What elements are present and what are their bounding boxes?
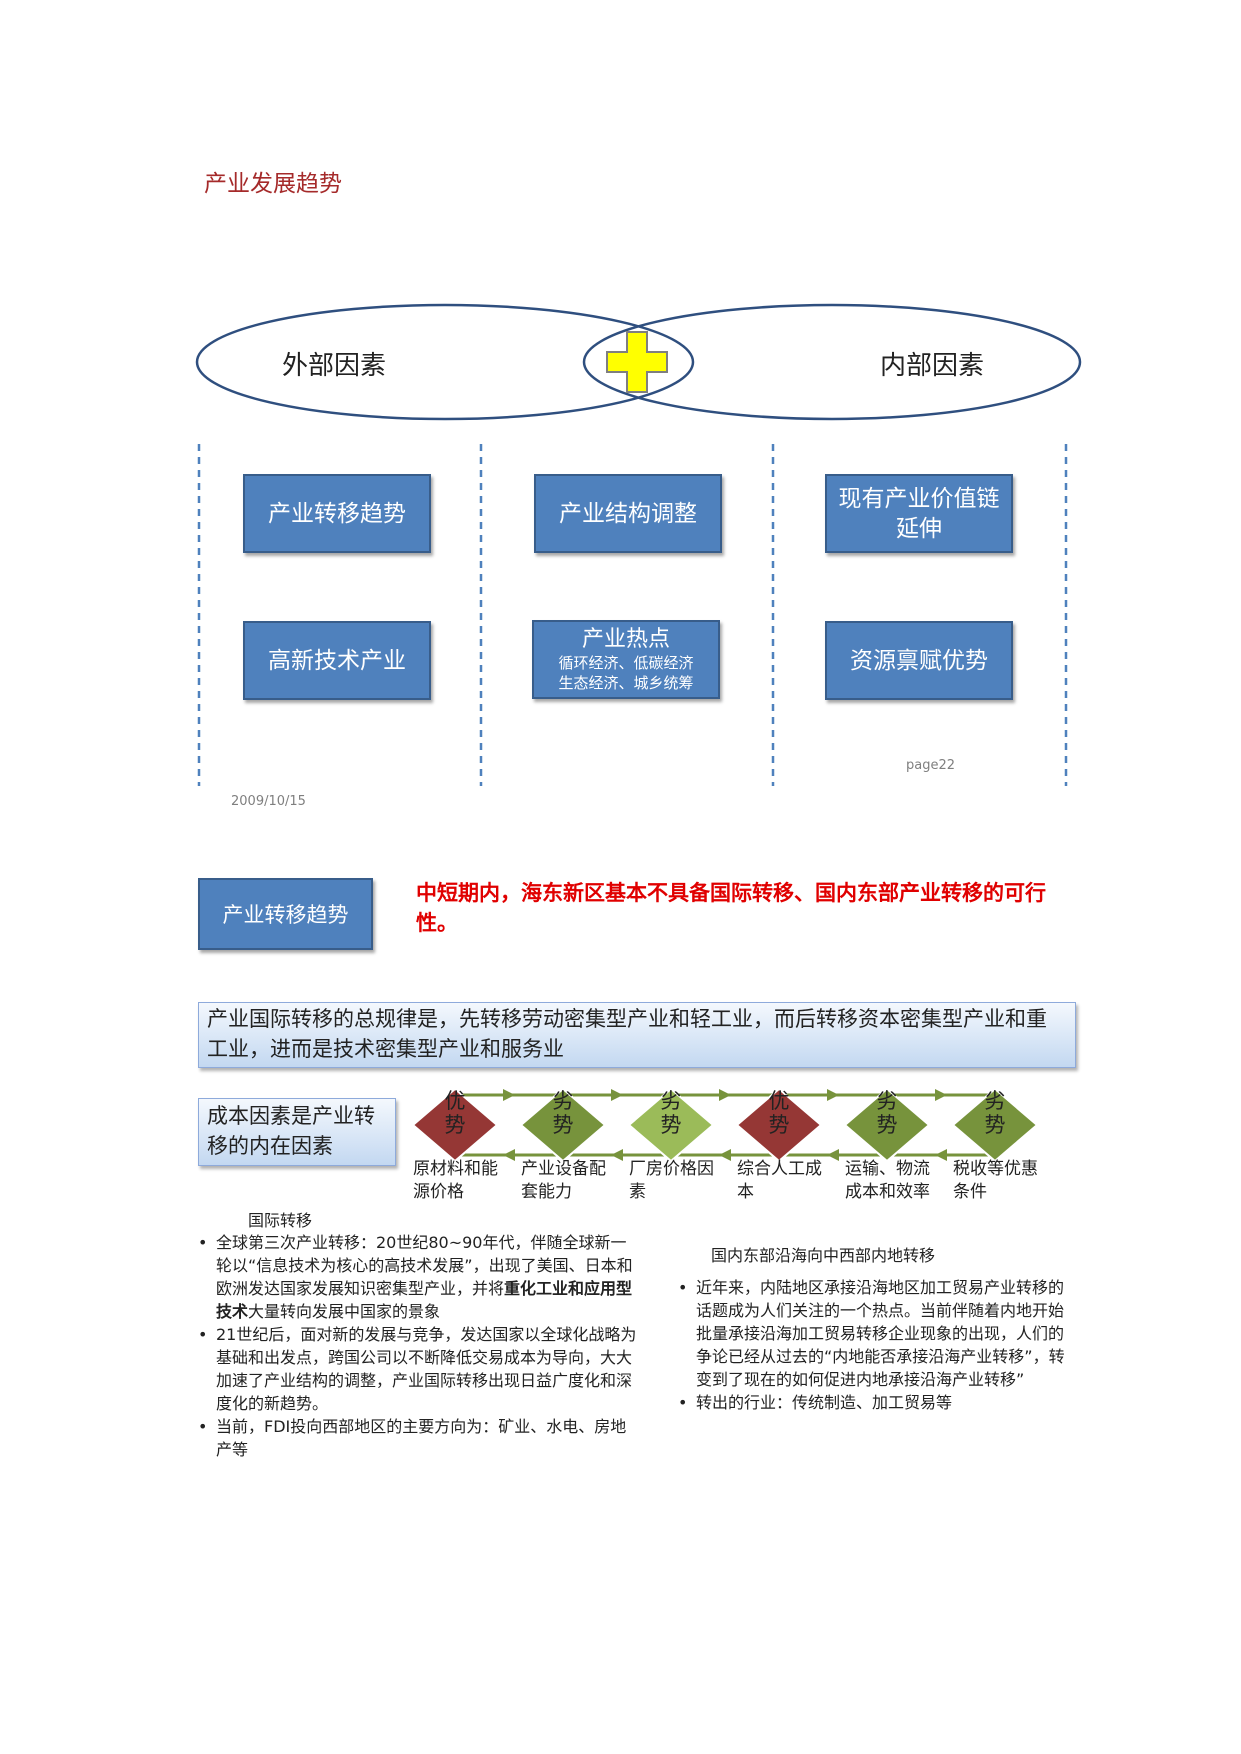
- external-factors-label: 外部因素: [282, 351, 387, 381]
- factor-box-industry-transfer: 产业转移趋势: [243, 474, 431, 553]
- list-item: 全球第三次产业转移：20世纪80~90年代，伴随全球新一轮以“信息技术为核心的高…: [198, 1231, 640, 1323]
- bullet-bold-text: 重化工业和应用型技术: [216, 1279, 633, 1321]
- factor-box-structure-adjust: 产业结构调整: [534, 474, 722, 553]
- factor-box-label: 现有产业价值链延伸: [838, 485, 1000, 542]
- chain-factor-label: 厂房价格因素: [629, 1159, 714, 1202]
- transfer-law-box: 产业国际转移的总规律是，先转移劳动密集型产业和轻工业，而后转移资本密集型产业和重…: [198, 1002, 1076, 1068]
- bullet-text: 21世纪后，面对新的发展与竞争，发达国家以全球化战略为基础和出发点，跨国公司以不…: [216, 1325, 637, 1413]
- arrow-right-icon: [503, 1089, 515, 1101]
- factor-box-line: 循环经济、低碳经济: [558, 653, 694, 672]
- plus-icon: [606, 331, 668, 393]
- chain-arrows: [455, 1089, 995, 1161]
- advantage-diamond: [735, 1087, 823, 1163]
- list-item: 转出的行业：传统制造、加工贸易等: [678, 1391, 1078, 1414]
- factor-box-label: 资源禀赋优势: [850, 647, 988, 674]
- domestic-title: 国内东部沿海向中西部内地转移: [711, 1246, 936, 1265]
- chain-factor-label: 运输、物流成本和效率: [845, 1159, 930, 1202]
- list-item: 21世纪后，面对新的发展与竞争，发达国家以全球化战略为基础和出发点，跨国公司以不…: [198, 1323, 640, 1415]
- factor-box-label: 产业转移趋势: [268, 500, 406, 527]
- diamond-label: 优势: [444, 1089, 466, 1137]
- arrow-left-icon: [827, 1149, 839, 1161]
- disadvantage-diamond: [951, 1087, 1039, 1163]
- diamond-label: 劣势: [660, 1089, 682, 1137]
- arrow-right-icon: [827, 1089, 839, 1101]
- venn-right-ellipse: [582, 303, 1082, 421]
- arrow-right-icon: [935, 1089, 947, 1101]
- factor-box-value-chain: 现有产业价值链延伸: [825, 474, 1013, 553]
- diamond-label: 劣势: [552, 1089, 574, 1137]
- section-label: 产业转移趋势: [222, 903, 349, 927]
- chain-factor-label: 产业设备配套能力: [521, 1159, 606, 1202]
- bullet-text: 近年来，内陆地区承接沿海地区加工贸易产业转移的话题成为人们关注的一个热点。当前伴…: [696, 1278, 1065, 1389]
- bullet-text: 全球第三次产业转移：20世纪80~90年代，伴随全球新一轮以“信息技术为核心的高…: [216, 1233, 633, 1298]
- bullet-text: 转出的行业：传统制造、加工贸易等: [696, 1393, 953, 1412]
- arrow-left-icon: [935, 1149, 947, 1161]
- diamond-label: 优势: [768, 1089, 790, 1137]
- slide-page-number: page22: [906, 758, 956, 773]
- arrow-left-icon: [503, 1149, 515, 1161]
- arrow-left-icon: [719, 1149, 731, 1161]
- bullet-text: 大量转向发展中国家的景象: [248, 1302, 441, 1321]
- advantage-chain: [411, 1087, 1039, 1163]
- venn-left-ellipse: [195, 303, 695, 421]
- disadvantage-diamond: [627, 1087, 715, 1163]
- diamond-label: 劣势: [984, 1089, 1006, 1137]
- arrow-right-icon: [719, 1089, 731, 1101]
- factor-box-line: 生态经济、城乡统筹: [558, 673, 694, 692]
- chain-factor-label: 原材料和能源价格: [413, 1159, 498, 1202]
- advantage-diamond: [411, 1087, 499, 1163]
- factor-box-hightech: 高新技术产业: [243, 621, 431, 700]
- venn-diagram: [195, 303, 1082, 786]
- slide-date: 2009/10/15: [231, 794, 306, 809]
- international-bullets: 全球第三次产业转移：20世纪80~90年代，伴随全球新一轮以“信息技术为核心的高…: [198, 1231, 640, 1461]
- diamond-label: 劣势: [876, 1089, 898, 1137]
- domestic-bullets: 近年来，内陆地区承接沿海地区加工贸易产业转移的话题成为人们关注的一个热点。当前伴…: [678, 1276, 1078, 1414]
- chain-factor-label: 税收等优惠条件: [953, 1159, 1038, 1202]
- factor-box-label: 高新技术产业: [268, 647, 406, 674]
- bullet-text: 当前，FDI投向西部地区的主要方向为：矿业、水电、房地产等: [216, 1417, 627, 1459]
- chain-factor-label: 综合人工成本: [737, 1159, 822, 1202]
- international-title: 国际转移: [248, 1211, 313, 1230]
- chain-diamonds: [411, 1087, 1039, 1163]
- disadvantage-diamond: [519, 1087, 607, 1163]
- internal-factors-label: 内部因素: [880, 351, 985, 381]
- section-label-box: 产业转移趋势: [198, 878, 373, 950]
- factor-box-resources: 资源禀赋优势: [825, 621, 1013, 700]
- arrow-left-icon: [611, 1149, 623, 1161]
- factor-box-hotspots: 产业热点 循环经济、低碳经济 生态经济、城乡统筹: [532, 620, 720, 699]
- arrow-right-icon: [611, 1089, 623, 1101]
- disadvantage-diamond: [843, 1087, 931, 1163]
- page-title: 产业发展趋势: [204, 171, 342, 197]
- factor-box-title: 产业热点: [581, 626, 670, 652]
- conclusion-text: 中短期内，海东新区基本不具备国际转移、国内东部产业转移的可行性。: [416, 881, 1046, 935]
- list-item: 近年来，内陆地区承接沿海地区加工贸易产业转移的话题成为人们关注的一个热点。当前伴…: [678, 1276, 1078, 1391]
- factor-box-label: 产业结构调整: [559, 500, 697, 527]
- cost-factor-box: 成本因素是产业转移的内在因素: [198, 1098, 396, 1166]
- list-item: 当前，FDI投向西部地区的主要方向为：矿业、水电、房地产等: [198, 1415, 640, 1461]
